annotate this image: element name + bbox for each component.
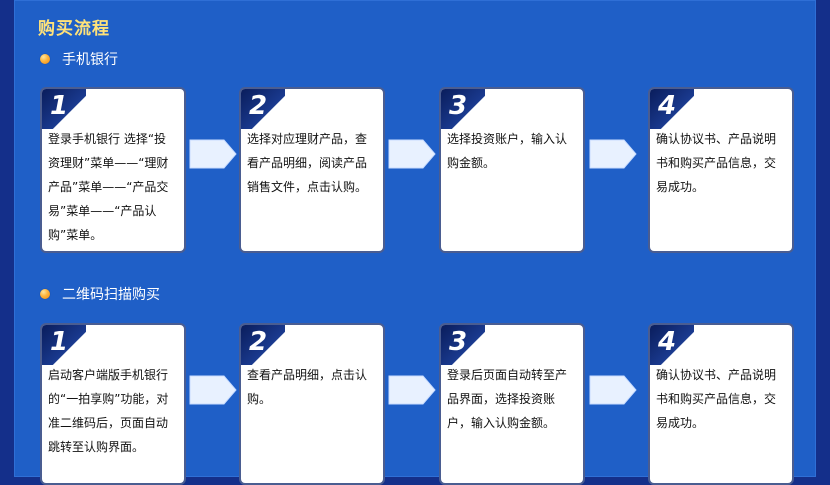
step-number: 1 bbox=[42, 325, 86, 365]
arrow-right-icon bbox=[188, 136, 238, 172]
step-number: 4 bbox=[650, 325, 694, 365]
step-text: 确认协议书、产品说明书和购买产品信息，交易成功。 bbox=[656, 127, 786, 199]
step-text: 选择投资账户，输入认购金额。 bbox=[447, 127, 577, 175]
step-text: 查看产品明细，点击认购。 bbox=[247, 363, 377, 411]
step-card-1: 1 启动客户端版手机银行的“一拍享购”功能，对准二维码后，页面自动跳转至认购界面… bbox=[40, 323, 186, 485]
step-number: 3 bbox=[441, 325, 485, 365]
section-header-mobile-banking: 手机银行 bbox=[40, 48, 118, 70]
step-card-1: 1 登录手机银行 选择“投资理财”菜单——“理财产品”菜单——“产品交易”菜单—… bbox=[40, 87, 186, 253]
step-number: 2 bbox=[241, 325, 285, 365]
section-header-qr-purchase: 二维码扫描购买 bbox=[40, 283, 160, 305]
step-number: 1 bbox=[42, 89, 86, 129]
step-text: 登录手机银行 选择“投资理财”菜单——“理财产品”菜单——“产品交易”菜单——“… bbox=[48, 127, 178, 247]
section-label: 手机银行 bbox=[62, 49, 118, 69]
bullet-icon bbox=[40, 54, 50, 64]
arrow-right-icon bbox=[588, 372, 638, 408]
step-card-4: 4 确认协议书、产品说明书和购买产品信息，交易成功。 bbox=[648, 87, 794, 253]
step-card-2: 2 选择对应理财产品，查看产品明细，阅读产品销售文件，点击认购。 bbox=[239, 87, 385, 253]
step-text: 登录后页面自动转至产品界面，选择投资账户，输入认购金额。 bbox=[447, 363, 577, 435]
step-text: 确认协议书、产品说明书和购买产品信息，交易成功。 bbox=[656, 363, 786, 435]
step-number: 4 bbox=[650, 89, 694, 129]
bullet-icon bbox=[40, 289, 50, 299]
step-card-3: 3 登录后页面自动转至产品界面，选择投资账户，输入认购金额。 bbox=[439, 323, 585, 485]
arrow-right-icon bbox=[588, 136, 638, 172]
step-card-3: 3 选择投资账户，输入认购金额。 bbox=[439, 87, 585, 253]
arrow-right-icon bbox=[387, 136, 437, 172]
step-card-2: 2 查看产品明细，点击认购。 bbox=[239, 323, 385, 485]
page-title: 购买流程 bbox=[38, 14, 110, 39]
arrow-right-icon bbox=[188, 372, 238, 408]
step-text: 选择对应理财产品，查看产品明细，阅读产品销售文件，点击认购。 bbox=[247, 127, 377, 199]
arrow-right-icon bbox=[387, 372, 437, 408]
step-number: 3 bbox=[441, 89, 485, 129]
section-label: 二维码扫描购买 bbox=[62, 284, 160, 304]
step-text: 启动客户端版手机银行的“一拍享购”功能，对准二维码后，页面自动跳转至认购界面。 bbox=[48, 363, 178, 459]
step-card-4: 4 确认协议书、产品说明书和购买产品信息，交易成功。 bbox=[648, 323, 794, 485]
step-number: 2 bbox=[241, 89, 285, 129]
